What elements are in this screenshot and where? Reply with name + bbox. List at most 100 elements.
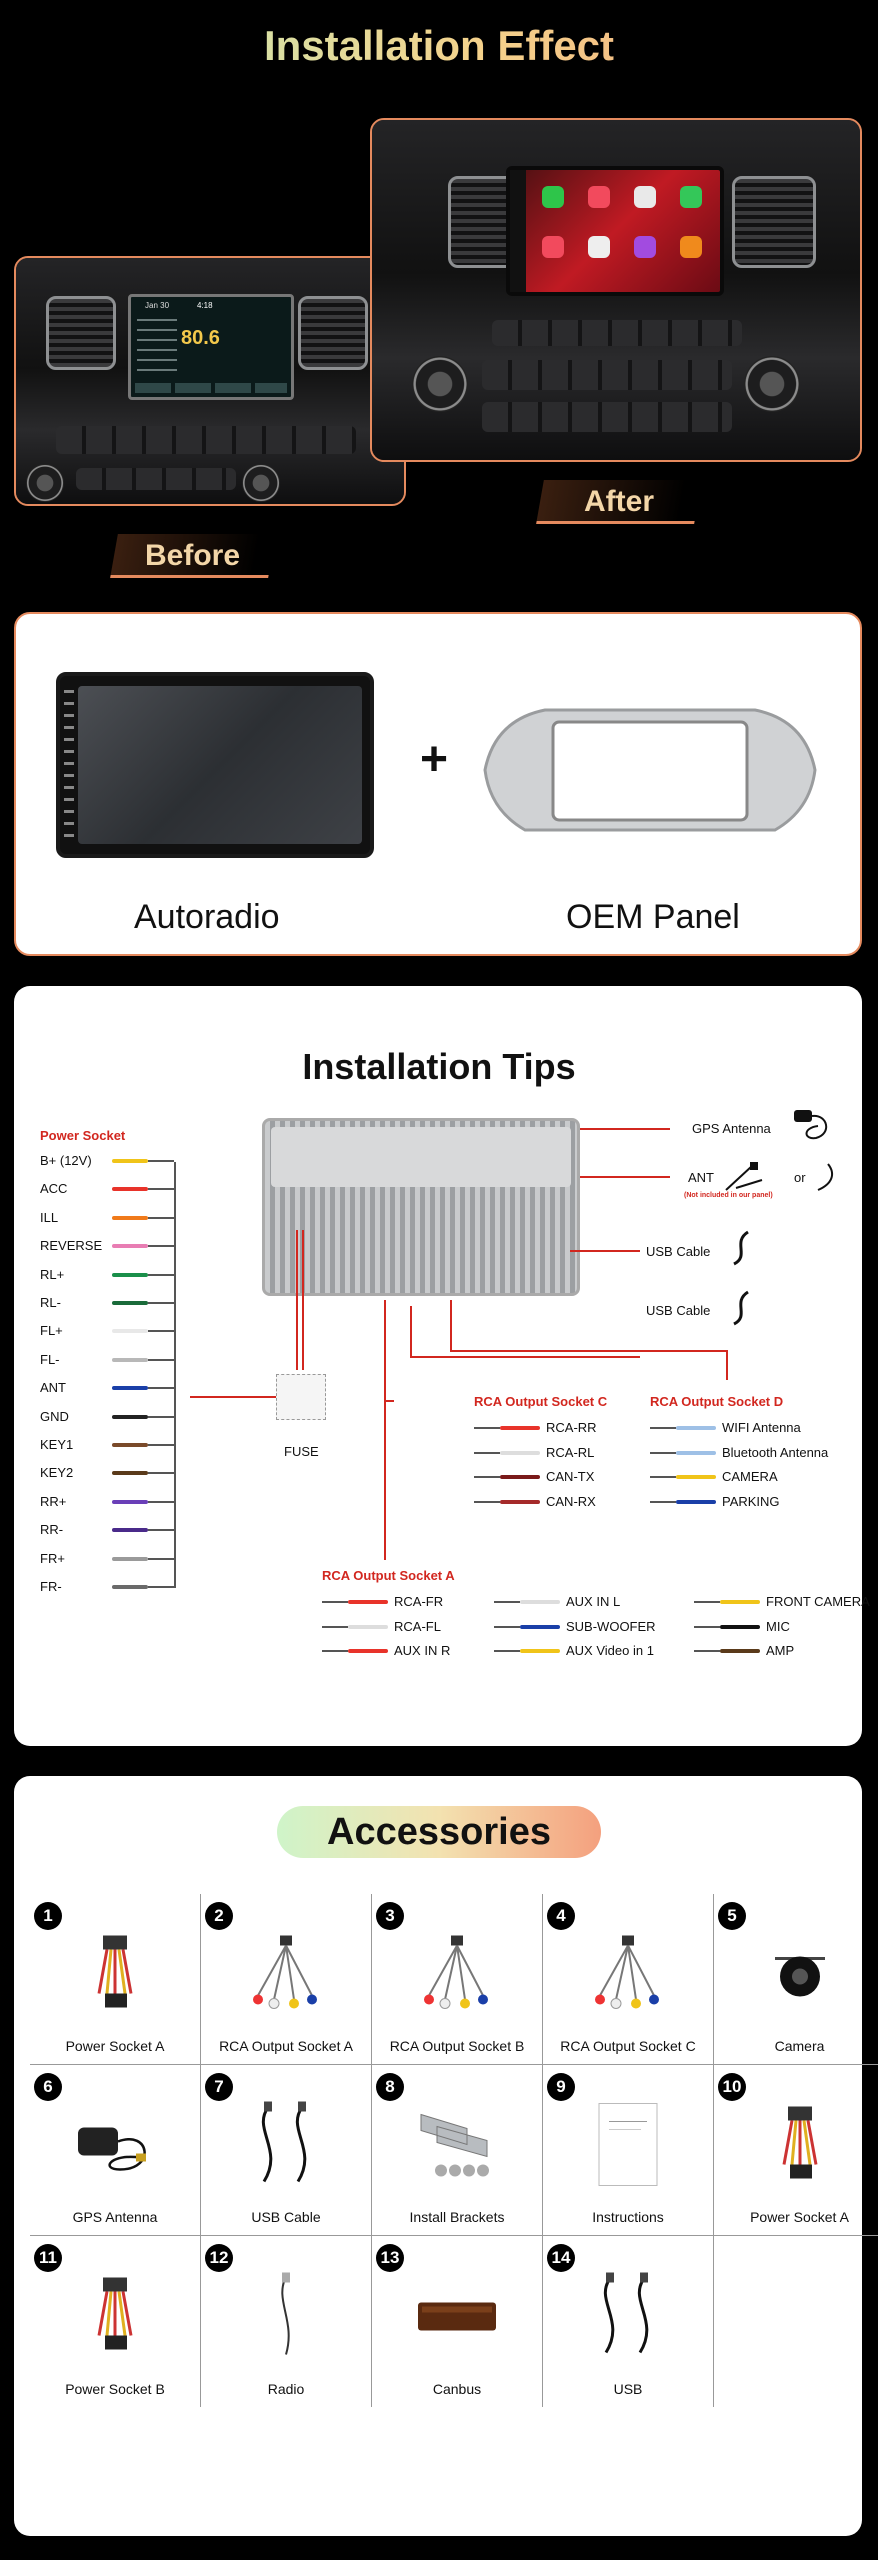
autoradio-label: Autoradio <box>134 898 280 936</box>
accessory-number-badge: 14 <box>547 2244 575 2272</box>
rca-c-wire <box>474 1499 540 1504</box>
rca-d-wire <box>650 1450 716 1455</box>
new-radio-screen <box>506 166 724 296</box>
accessories-title: Accessories <box>277 1806 601 1858</box>
power-socket-icon <box>85 1933 145 2018</box>
power-pin-wire <box>112 1301 148 1305</box>
accessory-number-badge: 6 <box>34 2073 62 2101</box>
power-pin-wire <box>112 1272 148 1277</box>
rca-a-label: AMP <box>766 1643 795 1658</box>
rca-a-label: AUX IN L <box>566 1594 621 1609</box>
rca-a-label: AUX IN R <box>394 1643 451 1658</box>
rca-a-title: RCA Output Socket A <box>322 1568 455 1583</box>
accessory-number-badge: 11 <box>34 2244 62 2272</box>
rca-d-label: PARKING <box>722 1493 780 1509</box>
accessory-label: Instructions <box>592 2209 664 2225</box>
accessory-number-badge: 12 <box>205 2244 233 2272</box>
rca-a-wire <box>494 1624 560 1629</box>
accessory-label: Power Socket B <box>65 2381 165 2397</box>
power-pin-wire <box>112 1357 148 1362</box>
accessory-number-badge: 3 <box>376 1902 404 1930</box>
accessory-number-badge: 2 <box>205 1902 233 1930</box>
accessory-label: Power Socket A <box>750 2209 849 2225</box>
bracket-icon <box>407 2104 507 2189</box>
accessory-label: RCA Output Socket C <box>560 2038 696 2054</box>
rca-a-wire <box>694 1600 760 1604</box>
power-socket-icon <box>770 2104 830 2189</box>
audiobooks-app-icon <box>680 236 702 258</box>
rca-a-wire <box>694 1624 760 1629</box>
rca-d-label: Bluetooth Antenna <box>722 1444 829 1460</box>
power-pin-wire <box>112 1215 148 1220</box>
rca-d-title: RCA Output Socket D <box>650 1394 784 1409</box>
or-label: or <box>794 1170 806 1185</box>
accessory-label: USB <box>613 2381 643 2397</box>
accessory-empty-cell <box>714 2236 878 2407</box>
antenna-alt-icon <box>817 1163 834 1191</box>
phone-app-icon <box>542 186 564 208</box>
usb-cable-icon <box>588 2271 668 2366</box>
after-tag: After <box>536 480 702 524</box>
rca-c-label: RCA-RL <box>546 1444 595 1460</box>
rca-a-wire <box>494 1649 560 1653</box>
manual-icon <box>593 2099 663 2194</box>
rca-c-wire <box>474 1426 540 1430</box>
accessory-label: GPS Antenna <box>72 2209 158 2225</box>
gps-antenna-icon <box>70 2109 160 2184</box>
old-screen-station: 80.6 <box>181 327 220 349</box>
power-pin-label: ACC <box>40 1181 68 1197</box>
power-pin-label: FL+ <box>40 1323 63 1339</box>
power-pin-label: KEY1 <box>40 1437 74 1452</box>
accessory-number-badge: 5 <box>718 1902 746 1930</box>
power-pin-wire <box>112 1585 148 1589</box>
accessory-label: Power Socket A <box>65 2038 165 2054</box>
accessory-number-badge: 10 <box>718 2073 746 2101</box>
accessory-label: RCA Output Socket B <box>389 2038 525 2054</box>
accessory-label: Install Brackets <box>409 2209 505 2225</box>
power-pin-label: FL- <box>40 1351 60 1367</box>
power-pin-label: ANT <box>40 1380 66 1396</box>
rca-d-wire <box>650 1426 716 1430</box>
power-pin-wire <box>112 1159 148 1163</box>
rca-cable-icon <box>417 1933 497 2018</box>
gps-antenna-icon <box>794 1110 827 1140</box>
usb-cable-icon-1 <box>733 1230 749 1266</box>
power-pin-wire <box>112 1556 148 1561</box>
rca-a-label: RCA-FR <box>394 1594 444 1609</box>
after-photo <box>370 118 862 462</box>
rca-a-label: FRONT CAMERA <box>766 1594 870 1609</box>
accessory-label: Camera <box>774 2038 825 2054</box>
power-pin-label: RL- <box>40 1295 61 1310</box>
power-socket-icon <box>85 2276 145 2361</box>
accessory-number-badge: 9 <box>547 2073 575 2101</box>
rca-a-wire <box>322 1624 388 1629</box>
accessory-label: USB Cable <box>251 2209 321 2225</box>
power-pin-wire <box>112 1244 148 1249</box>
rca-a-wire <box>494 1600 560 1604</box>
rca-d-wire <box>650 1499 716 1504</box>
old-screen-time: 4:18 <box>197 301 213 310</box>
power-socket-title: Power Socket <box>40 1128 126 1143</box>
rca-cable-icon <box>246 1933 326 2018</box>
rca-a-wire <box>694 1649 760 1653</box>
power-pin-label: RL+ <box>40 1266 65 1282</box>
usb-cable-label-2: USB Cable <box>646 1303 711 1318</box>
oem-panel-image <box>483 708 817 832</box>
rca-a-label: MIC <box>766 1618 790 1634</box>
rca-a-label: RCA-FL <box>394 1618 441 1634</box>
rca-a-wire <box>322 1600 388 1604</box>
power-pin-wire <box>112 1386 148 1391</box>
now-playing-app-icon <box>542 236 564 258</box>
